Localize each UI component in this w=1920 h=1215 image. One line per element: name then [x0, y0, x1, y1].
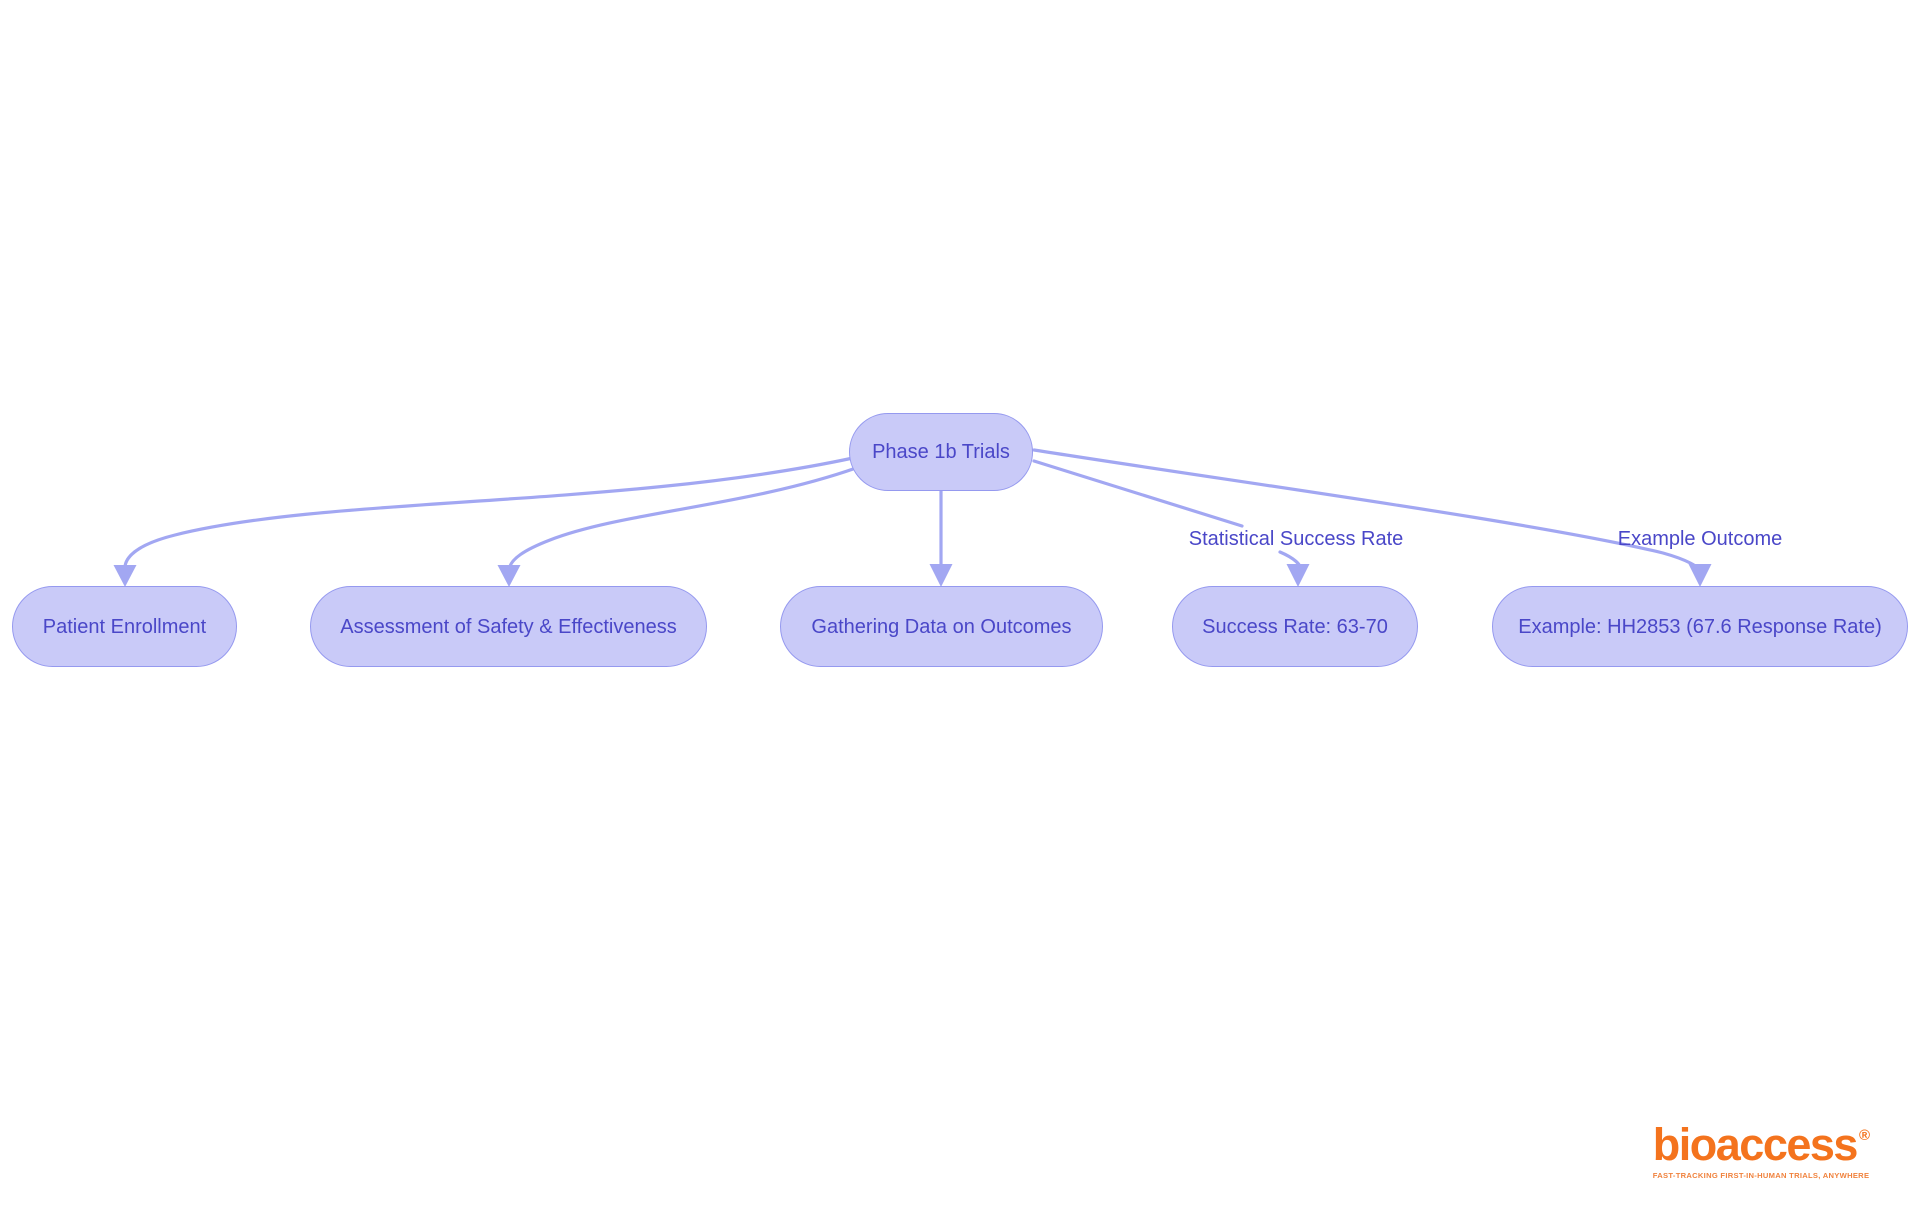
node-label: Assessment of Safety & Effectiveness: [340, 615, 677, 638]
node-example-outcome: Example: HH2853 (67.6 Response Rate): [1492, 586, 1908, 667]
node-phase-1b-trials: Phase 1b Trials: [849, 413, 1033, 491]
node-assessment-safety-effectiveness: Assessment of Safety & Effectiveness: [310, 586, 707, 667]
logo-brand-text: bioaccess: [1652, 1119, 1859, 1170]
logo-tagline: FAST-TRACKING FIRST-IN-HUMAN TRIALS, ANY…: [1652, 1171, 1870, 1180]
edge-root-to-patient-enrollment: [123, 456, 855, 568]
node-success-rate: Success Rate: 63-70: [1172, 586, 1418, 667]
edge-root-to-assessment: [507, 466, 858, 571]
node-label: Success Rate: 63-70: [1202, 615, 1388, 638]
node-label: Gathering Data on Outcomes: [811, 615, 1072, 638]
node-patient-enrollment: Patient Enrollment: [12, 586, 237, 667]
edge-label-example-outcome: Example Outcome: [1617, 528, 1783, 550]
edge-root-to-success-rate: [1032, 459, 1244, 528]
edge-label-statistical-success-rate: Statistical Success Rate: [1188, 528, 1404, 550]
arrowhead-patient-enrollment-icon: [113, 565, 137, 587]
edge-root-to-example: [1032, 448, 1702, 573]
node-label: Example: HH2853 (67.6 Response Rate): [1518, 615, 1882, 638]
registered-trademark-icon: ®: [1858, 1127, 1870, 1144]
arrowhead-gathering-data-icon: [929, 564, 953, 587]
arrowhead-assessment-icon: [497, 565, 521, 587]
node-label: Patient Enrollment: [42, 615, 207, 638]
bioaccess-logo: bioaccess® FAST-TRACKING FIRST-IN-HUMAN …: [1653, 1122, 1870, 1180]
node-label: Phase 1b Trials: [872, 441, 1010, 463]
arrowhead-example-icon: [1688, 564, 1712, 587]
logo-wordmark: bioaccess®: [1653, 1122, 1870, 1167]
node-gathering-data-outcomes: Gathering Data on Outcomes: [780, 586, 1103, 667]
arrowhead-success-rate-icon: [1286, 564, 1310, 587]
